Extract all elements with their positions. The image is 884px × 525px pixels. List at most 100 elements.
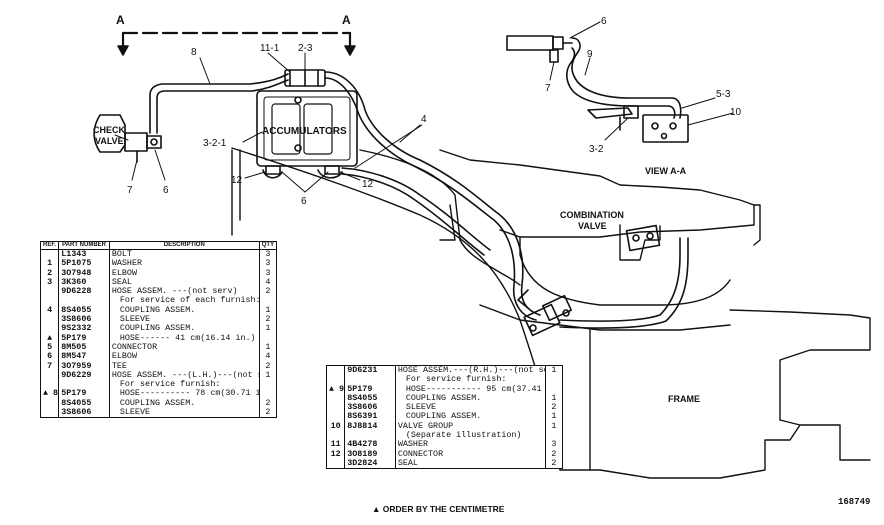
ref-cell: 3 — [40, 277, 60, 288]
hose-to-combination-valve — [324, 71, 689, 329]
part-number-cell: 3S8606 — [58, 315, 110, 325]
qty-cell: 2 — [265, 287, 271, 297]
qty-cell: 3 — [265, 268, 271, 278]
label-section-a-left: A — [116, 13, 125, 27]
qty-cell: 2 — [551, 403, 557, 413]
description-cell: CONNECTOR — [109, 342, 260, 353]
qty-cell: 2 — [265, 315, 271, 325]
description-cell: COUPLING ASSEM. — [395, 393, 546, 404]
ref-cell — [40, 315, 60, 325]
part-number-cell: L1343 — [58, 249, 110, 260]
ref-cell: 10 — [326, 421, 346, 432]
part-number-cell: 8J8814 — [344, 421, 396, 432]
callout-6-left: 6 — [163, 185, 169, 196]
part-number-cell: 4B4278 — [344, 440, 396, 450]
ref-cell — [40, 287, 60, 297]
callout-10: 10 — [730, 107, 742, 118]
part-number-cell: 9S2332 — [58, 324, 110, 334]
description-cell: (Separate illustration) — [395, 431, 546, 441]
qty-cell: 1 — [551, 412, 557, 422]
description-cell: COUPLING ASSEM. — [109, 324, 260, 334]
callout-2-3: 2-3 — [298, 43, 313, 54]
part-number-cell: 5P179 — [58, 389, 110, 399]
description-cell: HOSE------ 41 cm(16.14 in.) — [109, 333, 260, 343]
ref-cell — [326, 365, 346, 376]
ref-cell: 5 — [40, 342, 60, 353]
callout-5-3: 5-3 — [716, 89, 731, 100]
label-frame: FRAME — [668, 394, 700, 404]
ref-cell — [40, 380, 60, 390]
ref-cell — [326, 403, 346, 413]
qty-cell: 3 — [265, 249, 271, 259]
callout-12-right: 12 — [362, 179, 374, 190]
description-cell: For service furnish: — [395, 375, 546, 385]
part-number-cell: 8M547 — [58, 352, 110, 362]
part-number-cell: 9D6229 — [58, 370, 110, 381]
table-row: For service furnish: — [326, 375, 563, 385]
part-number-cell: 8S4055 — [58, 398, 110, 409]
qty-cell — [259, 380, 276, 389]
part-number-cell: 8M505 — [58, 342, 110, 353]
qty-cell: 2 — [551, 458, 557, 468]
callout-8: 8 — [191, 47, 197, 58]
qty-cell — [545, 431, 562, 440]
parts-table-1: REF. NO. PART NUMBER DESCRIPTION QTY L13… — [40, 241, 277, 419]
description-cell: HOSE----------- 95 cm(37.41 in.) — [395, 384, 546, 394]
description-cell: TEE — [109, 361, 260, 371]
qty-cell — [545, 375, 562, 384]
qty-cell — [259, 389, 276, 398]
part-number-cell: 3S8606 — [344, 403, 396, 413]
description-cell: WASHER — [395, 440, 546, 450]
header-qty: QTY — [259, 241, 277, 250]
callout-11-1: 11-1 — [260, 43, 280, 54]
part-number-cell: 5P179 — [58, 333, 110, 343]
part-number-cell: 5P1075 — [58, 259, 110, 269]
qty-cell: 1 — [265, 305, 271, 315]
ref-cell — [326, 393, 346, 404]
ref-cell — [40, 296, 60, 306]
ref-cell: ▲ 8 — [40, 389, 60, 399]
part-number-cell: 3O8189 — [344, 449, 396, 459]
part-number-cell: 9D6231 — [344, 365, 396, 376]
part-number-cell — [344, 375, 396, 385]
callout-9: 9 — [587, 49, 593, 60]
callout-7-left: 7 — [127, 185, 133, 196]
leader-lines — [114, 21, 734, 193]
description-cell: HOSE ASSEM. ---(L.H.)---(not serv) — [109, 370, 260, 381]
label-combination-valve-1: COMBINATION — [560, 210, 624, 220]
qty-cell: 1 — [551, 393, 557, 403]
part-number-cell: 3D2824 — [344, 458, 396, 469]
qty-cell: 3 — [551, 440, 557, 450]
header-part-number: PART NUMBER — [58, 241, 110, 250]
ref-cell: 12 — [326, 449, 346, 459]
part-number-cell — [58, 380, 110, 390]
callout-6-bottom: 6 — [301, 196, 307, 207]
table-row: (Separate illustration) — [326, 431, 563, 441]
ref-cell — [326, 431, 346, 441]
ref-cell — [40, 370, 60, 381]
label-accumulators: ACCUMULATORS — [262, 126, 347, 137]
table-row: For service furnish: — [40, 380, 277, 390]
callout-3-2-1: 3-2-1 — [203, 138, 227, 149]
accumulator-assembly — [256, 69, 358, 179]
part-number-cell — [58, 296, 110, 306]
ref-cell: 4 — [40, 305, 60, 316]
part-number-cell: 3O7948 — [58, 268, 110, 278]
ref-cell: 1 — [40, 259, 60, 269]
part-number-cell: 8S6391 — [344, 412, 396, 422]
